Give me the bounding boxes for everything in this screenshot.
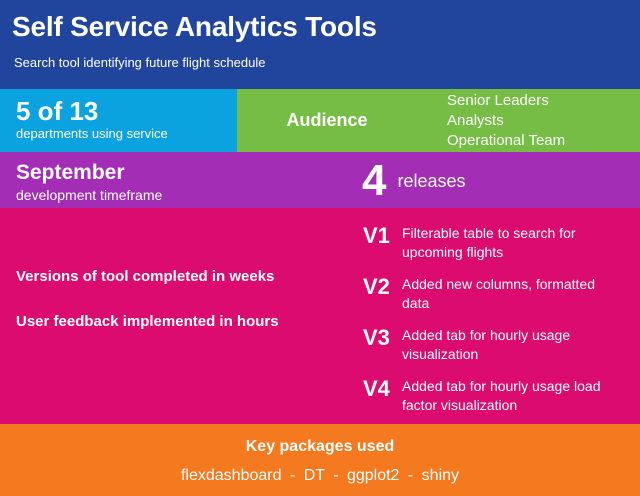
audience-item: Senior Leaders [447, 91, 549, 109]
releases-label: releases [397, 170, 466, 191]
version-desc: Filterable table to search for upcoming … [402, 225, 576, 260]
version-item: V4 Added tab for hourly usage load facto… [363, 377, 614, 415]
releases-count: 4 [362, 156, 387, 205]
audience-list: Senior Leaders Analysts Operational Team [447, 91, 565, 151]
departments-block: 5 of 13 departments using service [0, 89, 237, 152]
departments-label: departments using service [16, 126, 168, 141]
page-title: Self Service Analytics Tools [12, 11, 377, 42]
page-subtitle: Search tool identifying future flight sc… [14, 55, 266, 70]
footer: Key packages used flexdashboard - DT - g… [0, 424, 640, 496]
timeframe-block: September development timeframe [16, 161, 162, 204]
header: Self Service Analytics Tools Search tool… [0, 0, 640, 89]
version-item: V1 Filterable table to search for upcomi… [363, 224, 614, 262]
audience-item: Operational Team [447, 131, 566, 149]
version-label: V2 [363, 274, 390, 299]
version-list: V1 Filterable table to search for upcomi… [363, 224, 614, 415]
versions-row: Versions of tool completed in weeks User… [0, 208, 640, 424]
footer-title: Key packages used [245, 438, 395, 455]
version-label: V4 [363, 376, 390, 401]
audience-block: Audience Senior Leaders Analysts Operati… [237, 89, 640, 152]
version-desc: Added tab for hourly usage load factor v… [402, 378, 601, 413]
version-desc: Added tab for hourly usage visualization [402, 327, 571, 362]
timeframe-value: September [16, 161, 125, 184]
highlight-hours: User feedback implemented in hours [16, 313, 279, 330]
departments-value: 5 of 13 [16, 96, 99, 126]
timeframe-row: September development timeframe 4 releas… [0, 152, 640, 208]
audience-item: Analysts [447, 111, 504, 129]
version-item: V3 Added tab for hourly usage visualizat… [363, 326, 614, 364]
version-desc: Added new columns, formatted data [402, 276, 595, 311]
version-label: V1 [363, 223, 390, 248]
timeframe-label: development timeframe [16, 187, 163, 203]
version-item: V2 Added new columns, formatted data [363, 275, 614, 313]
audience-heading: Audience [286, 110, 368, 130]
highlight-weeks: Versions of tool completed in weeks [16, 268, 275, 285]
releases-block: 4 releases [362, 152, 466, 208]
stats-row: 5 of 13 departments using service Audien… [0, 89, 640, 152]
packages-list: flexdashboard - DT - ggplot2 - shiny [180, 467, 460, 484]
version-label: V3 [363, 325, 390, 350]
